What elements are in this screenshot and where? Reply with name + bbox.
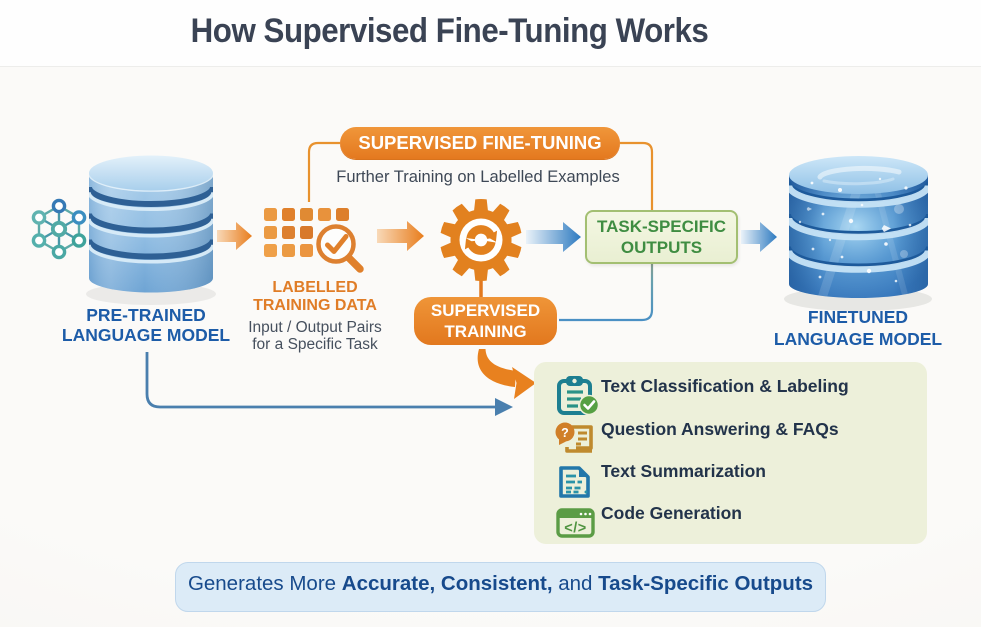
svg-text:?: ?	[561, 426, 569, 440]
svg-text:</>: </>	[564, 521, 586, 537]
